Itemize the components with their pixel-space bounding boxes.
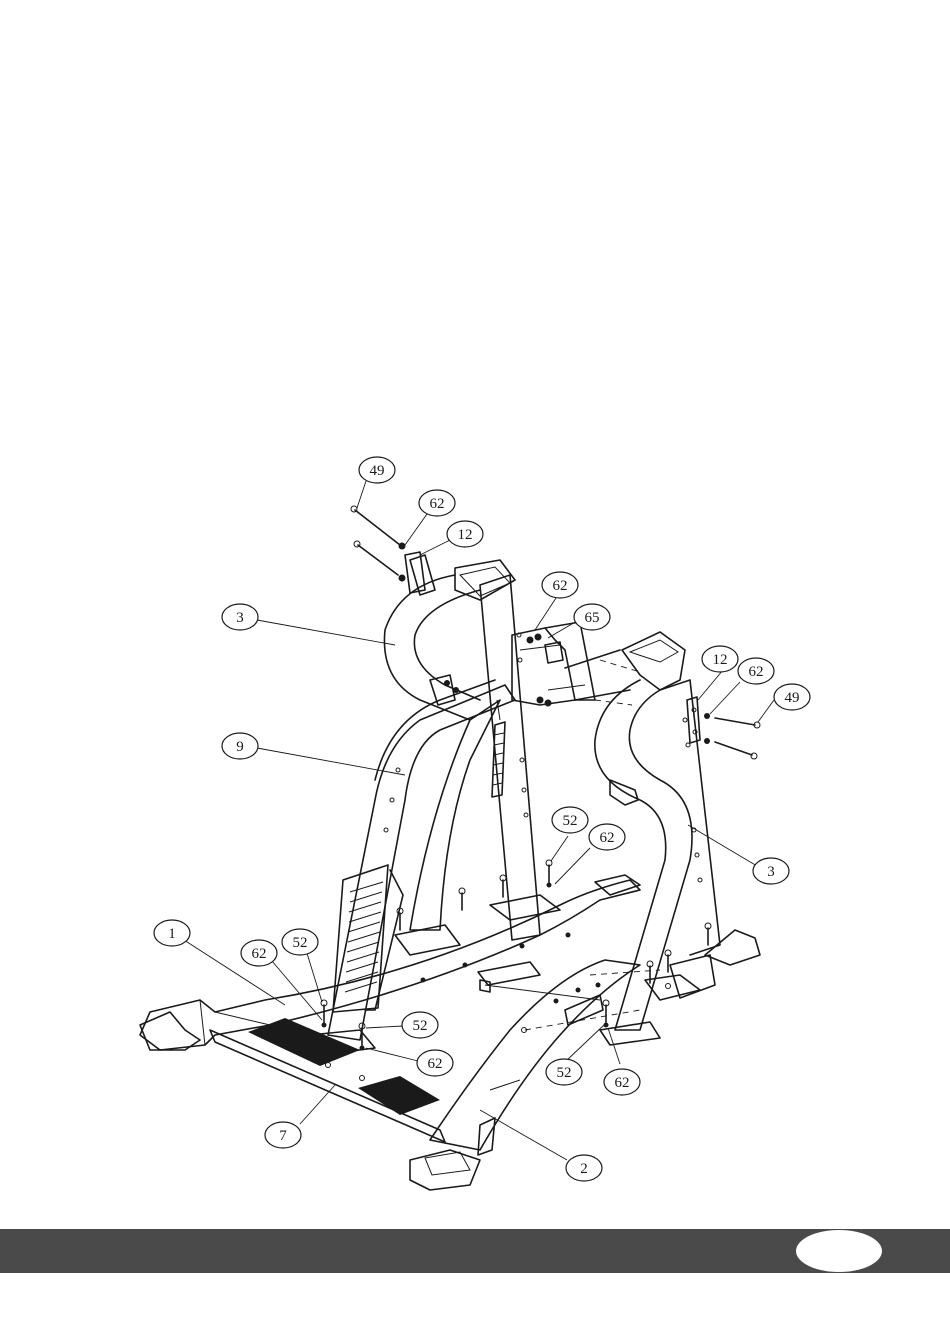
svg-text:62: 62	[430, 496, 445, 512]
base-beam-left	[140, 875, 640, 1050]
callout-52-right-base: 52	[546, 1059, 582, 1085]
svg-text:62: 62	[428, 1056, 443, 1072]
svg-text:3: 3	[236, 610, 244, 626]
base-screws	[321, 860, 711, 1051]
upright-left-front	[310, 680, 515, 1055]
callout-2: 2	[566, 1155, 602, 1181]
callouts: 49 62 12 3 62 65 12 62 49 9 52 62 3 1 62…	[154, 457, 810, 1181]
svg-text:3: 3	[767, 864, 775, 880]
base-beam-front	[410, 960, 640, 1190]
svg-text:49: 49	[785, 690, 800, 706]
svg-text:52: 52	[557, 1065, 572, 1081]
callout-52-center-right: 52	[552, 807, 588, 833]
callout-49-top-left: 49	[359, 457, 395, 483]
svg-text:52: 52	[413, 1018, 428, 1034]
svg-text:62: 62	[600, 830, 615, 846]
callout-3-right: 3	[753, 858, 789, 884]
callout-49-right: 49	[774, 684, 810, 710]
svg-text:49: 49	[370, 463, 385, 479]
svg-text:12: 12	[713, 652, 728, 668]
callout-52-front: 52	[402, 1012, 438, 1038]
callout-3-left: 3	[222, 604, 258, 630]
page-number-badge	[796, 1230, 882, 1272]
rear-right-foot	[645, 930, 760, 1000]
callout-62-right-top: 62	[738, 658, 774, 684]
callout-62-right-base: 62	[604, 1069, 640, 1095]
svg-text:65: 65	[585, 610, 600, 626]
svg-text:1: 1	[168, 926, 176, 942]
svg-text:62: 62	[749, 664, 764, 680]
svg-text:9: 9	[236, 739, 244, 755]
callout-52-left-base: 52	[282, 929, 318, 955]
svg-text:62: 62	[615, 1075, 630, 1091]
callout-65: 65	[574, 604, 610, 630]
callout-9: 9	[222, 733, 258, 759]
svg-text:62: 62	[252, 946, 267, 962]
arch-tube-left	[384, 555, 480, 720]
callout-62-top-left: 62	[419, 490, 455, 516]
callout-62-center: 62	[542, 572, 578, 598]
callout-62-front: 62	[417, 1050, 453, 1076]
callout-12-top-left: 12	[447, 521, 483, 547]
svg-text:12: 12	[458, 527, 473, 543]
svg-text:62: 62	[553, 578, 568, 594]
callout-62-left-base: 62	[241, 940, 277, 966]
upright-left-rear	[395, 560, 560, 955]
svg-text:2: 2	[580, 1161, 588, 1177]
leader-lines	[184, 481, 774, 1160]
svg-text:52: 52	[293, 935, 308, 951]
svg-text:7: 7	[279, 1128, 287, 1144]
callout-12-right: 12	[702, 646, 738, 672]
callout-7: 7	[265, 1122, 301, 1148]
callout-62-center-right: 62	[589, 824, 625, 850]
svg-text:52: 52	[563, 813, 578, 829]
callout-1: 1	[154, 920, 190, 946]
base-crossbar-footrest	[210, 1018, 445, 1142]
